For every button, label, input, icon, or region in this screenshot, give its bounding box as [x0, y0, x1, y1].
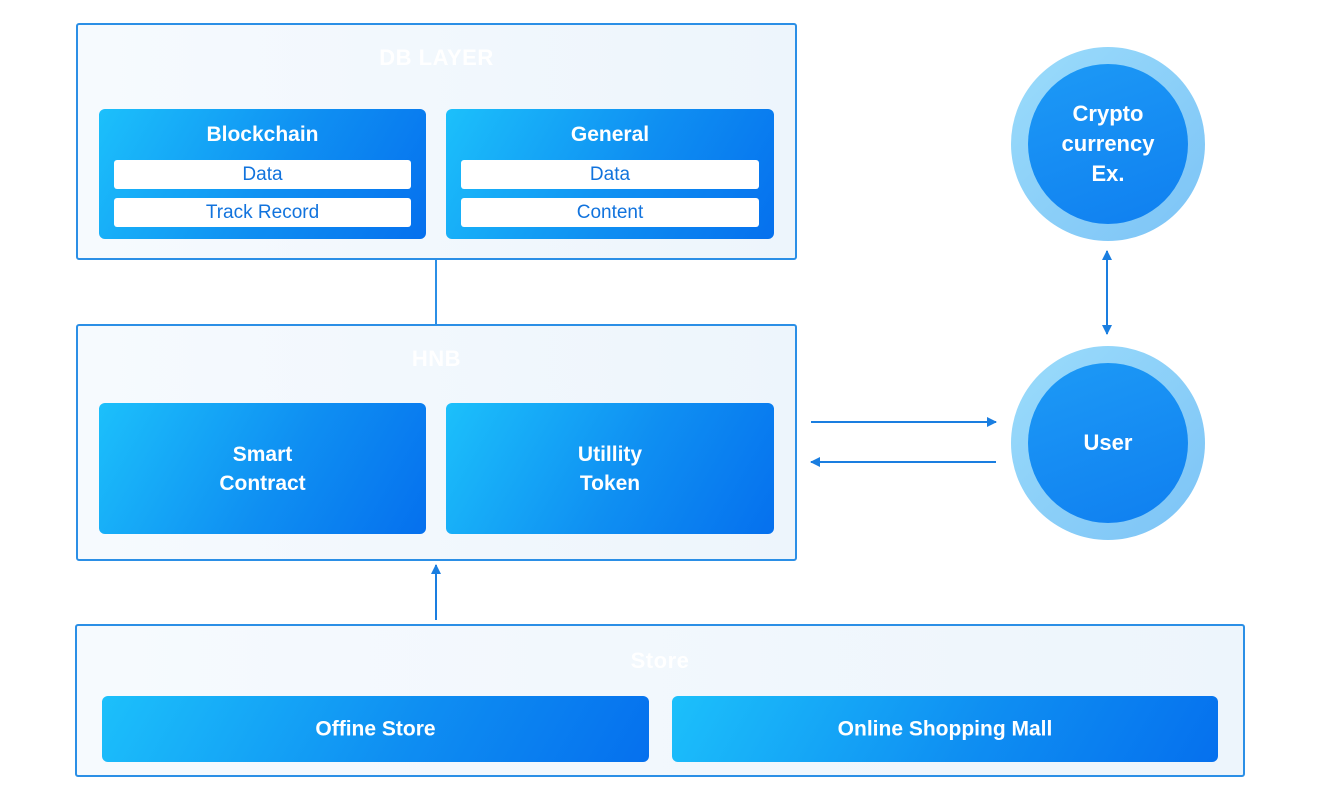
- crypto-exchange-line2: currency: [1061, 131, 1155, 156]
- smart-contract-card: Smart Contract: [99, 403, 426, 534]
- db-layer-box: DB LAYER Blockchain Data Track Record Ge…: [76, 23, 797, 260]
- hnb-title: HNB: [411, 346, 462, 371]
- general-content-item: Content: [461, 198, 759, 227]
- crypto-exchange-label: Crypto currency Ex.: [1028, 64, 1188, 224]
- crypto-exchange-node: Crypto currency Ex.: [1011, 47, 1205, 241]
- store-title: Store: [630, 648, 690, 673]
- online-shopping-mall-label: Online Shopping Mall: [837, 717, 1053, 741]
- crypto-exchange-line3: Ex.: [1091, 161, 1125, 186]
- offline-store-card: Offine Store: [102, 696, 649, 762]
- user-label: User: [1028, 363, 1188, 523]
- crypto-exchange-line1: Crypto: [1072, 101, 1144, 126]
- blockchain-card: Blockchain Data Track Record: [99, 109, 426, 239]
- general-data-item: Data: [461, 160, 759, 189]
- utility-token-line1: Utillity: [577, 442, 643, 466]
- smart-contract-line2: Contract: [219, 471, 306, 495]
- offline-store-label: Offine Store: [315, 717, 436, 741]
- hnb-box: HNB Smart Contract Utillity Token: [76, 324, 797, 561]
- blockchain-data-item: Data: [114, 160, 411, 189]
- utility-token-card: Utillity Token: [446, 403, 774, 534]
- utility-token-line2: Token: [579, 471, 641, 495]
- db-layer-title: DB LAYER: [379, 45, 494, 70]
- general-title: General: [570, 123, 650, 146]
- smart-contract-label: Smart Contract: [99, 440, 426, 498]
- blockchain-track-record-item: Track Record: [114, 198, 411, 227]
- smart-contract-line1: Smart: [232, 442, 293, 466]
- general-card: General Data Content: [446, 109, 774, 239]
- blockchain-title: Blockchain: [206, 123, 319, 146]
- online-shopping-mall-card: Online Shopping Mall: [672, 696, 1218, 762]
- utility-token-label: Utillity Token: [446, 440, 774, 498]
- store-box: Store Offine Store Online Shopping Mall: [75, 624, 1245, 777]
- user-node: User: [1011, 346, 1205, 540]
